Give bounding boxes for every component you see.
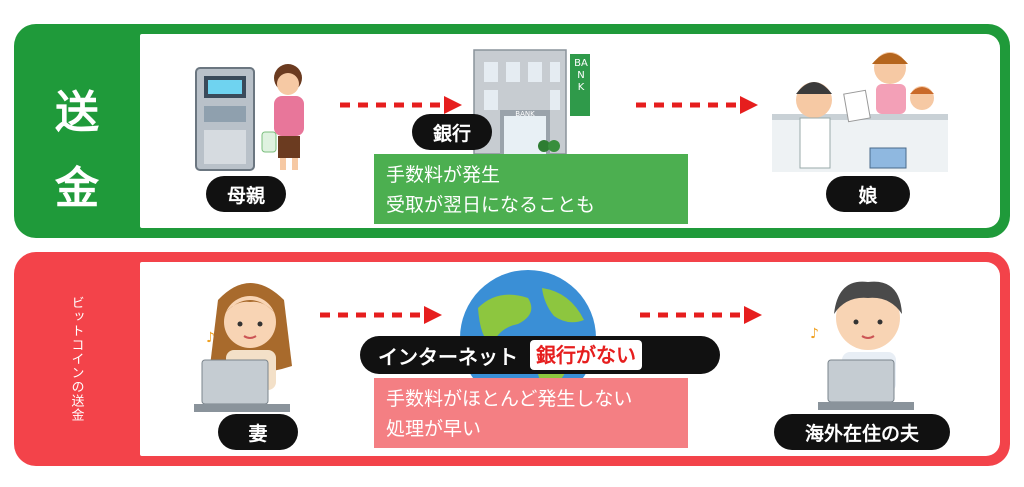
- sender-label: 母親: [206, 176, 286, 212]
- sender-label: 妻: [218, 414, 298, 450]
- arrow-right-icon: [640, 306, 762, 324]
- panel-title: ビットコインの送金: [68, 296, 84, 422]
- panel-title-char-1: 送: [55, 87, 99, 138]
- husband-laptop-illustration: ♪: [810, 281, 914, 410]
- receiver-label: 娘: [826, 176, 910, 212]
- bitcoin-fee-info: 手数料がほとんど発生しない 処理が早い: [374, 378, 688, 448]
- arrow-right-icon: [340, 96, 462, 114]
- bank-fee-info: 手数料が発生 受取が翌日になることも: [374, 154, 688, 224]
- info-line-2: 受取が翌日になることも: [386, 194, 596, 216]
- internet-label-bar: インターネット 銀行がない: [360, 336, 720, 374]
- svg-text:♪: ♪: [206, 330, 215, 346]
- atm-mother-illustration: [195, 64, 304, 171]
- info-line-2: 処理が早い: [386, 418, 482, 440]
- arrow-right-icon: [320, 306, 442, 324]
- bank-label: 銀行: [412, 114, 492, 150]
- no-bank-badge: 銀行がない: [530, 340, 642, 370]
- bank-vertical-sign: BANK: [574, 58, 588, 93]
- bank-door-sign: BANK: [515, 110, 535, 118]
- receiver-label: 海外在住の夫: [774, 414, 950, 450]
- svg-text:♪: ♪: [810, 326, 819, 342]
- arrow-right-icon: [636, 96, 758, 114]
- info-line-1: 手数料が発生: [386, 164, 501, 186]
- panel-title-char-2: 金: [55, 163, 99, 214]
- wife-laptop-illustration: ♪: [194, 283, 292, 412]
- bank-counter-daughter-illustration: [772, 52, 948, 172]
- internet-label: インターネット: [378, 344, 518, 369]
- info-line-1: 手数料がほとんど発生しない: [386, 388, 633, 410]
